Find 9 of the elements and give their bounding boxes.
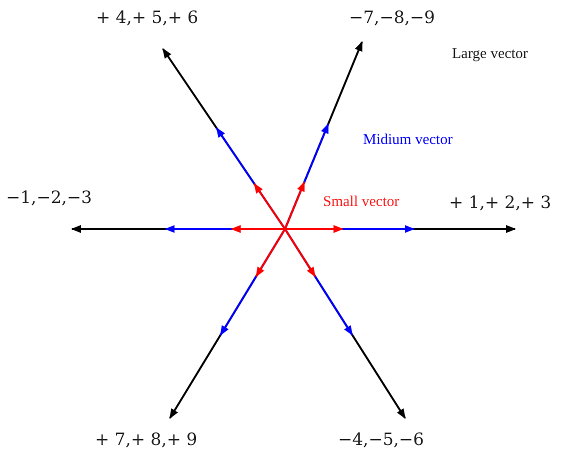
series-label: Midium vector [363, 132, 453, 149]
vector-label: −1,−2,−3 [6, 188, 92, 208]
series-label: Small vector [323, 194, 400, 211]
vector-label: + 7,+ 8,+ 9 [95, 430, 198, 450]
vector-label: −4,−5,−6 [338, 430, 424, 450]
vector-label: + 4,+ 5,+ 6 [96, 8, 198, 28]
vector-label: −7,−8,−9 [349, 8, 435, 28]
series-label: Large vector [452, 46, 528, 63]
vector-label: + 1,+ 2,+ 3 [449, 193, 552, 213]
